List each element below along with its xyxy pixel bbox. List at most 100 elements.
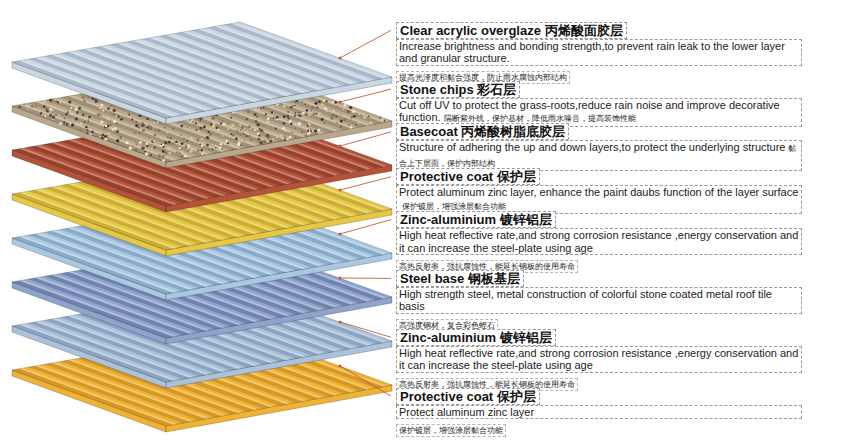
stone-chip — [324, 107, 327, 110]
stone-chip — [161, 144, 163, 146]
stone-chip — [294, 115, 296, 117]
layer-description: High heat reflective rate,and strong cor… — [399, 347, 798, 372]
stone-chip — [351, 116, 353, 118]
leader-lines — [338, 30, 391, 396]
stone-chip — [276, 114, 277, 115]
stone-chip — [181, 151, 184, 154]
layer-description-box: Protect aluminum zinc layer — [396, 405, 802, 420]
stone-chip — [246, 118, 248, 120]
stone-chip — [240, 113, 242, 115]
stone-chip — [59, 122, 62, 125]
layer-description-box: Structure of adhering the up and down la… — [396, 140, 802, 171]
stone-chip — [332, 101, 334, 103]
stone-chip — [284, 137, 286, 139]
stone-chip — [298, 115, 300, 117]
layer-surface — [12, 22, 392, 118]
stone-chip — [295, 123, 296, 124]
stone-chip — [117, 115, 120, 118]
stone-chip — [236, 130, 238, 132]
stone-chip — [166, 132, 168, 134]
stone-chip — [169, 152, 172, 155]
stone-chip — [208, 149, 210, 151]
stone-chip — [71, 123, 74, 126]
stone-chip — [247, 110, 250, 113]
stone-chip — [196, 129, 198, 131]
stone-chip — [174, 142, 175, 143]
stone-chip — [250, 128, 252, 130]
layer-heading: Stone chips 彩石层 — [396, 81, 520, 98]
stone-chip — [157, 121, 159, 123]
stone-chip — [302, 101, 303, 102]
stone-chip — [289, 136, 292, 139]
stone-chip — [311, 106, 314, 109]
stone-chip — [208, 131, 210, 133]
stone-chip — [88, 116, 91, 119]
stone-chip — [164, 127, 165, 128]
stone-chip — [218, 120, 220, 122]
stone-chip — [98, 113, 101, 116]
stone-chip — [63, 121, 66, 124]
stone-chip — [52, 116, 55, 119]
stone-chip — [248, 125, 251, 128]
stone-chip — [324, 123, 325, 124]
stone-chip — [316, 106, 318, 108]
stone-chip — [187, 127, 188, 128]
stone-chip — [269, 140, 272, 143]
stone-chip — [176, 152, 178, 154]
stone-chip — [97, 113, 100, 116]
stone-chip — [336, 105, 338, 107]
stone-chip — [70, 107, 72, 109]
stone-chip — [56, 101, 57, 102]
stone-chip — [284, 139, 286, 141]
stone-chip — [164, 141, 167, 144]
stone-chip — [335, 116, 337, 118]
stone-chip — [344, 104, 347, 107]
stone-chip — [86, 118, 88, 120]
stone-chip — [311, 135, 313, 137]
stone-chip — [88, 121, 89, 122]
stone-chip — [308, 122, 311, 125]
stone-chip — [190, 122, 191, 123]
stone-chip — [336, 122, 338, 124]
layer-heading: Zinc-aluminium 镀锌铝层 — [396, 211, 556, 228]
stone-chip — [282, 127, 285, 130]
stone-chip — [187, 151, 188, 152]
layer-label: Basecoat 丙烯酸树脂底胶层Structure of adhering t… — [396, 122, 802, 171]
layer-description-box: Cut off UV to protect the grass-roots,re… — [396, 98, 802, 127]
stone-chip — [43, 100, 46, 103]
stone-chip — [368, 116, 370, 118]
stone-chip — [318, 100, 321, 103]
stone-chip — [35, 106, 37, 108]
stone-chip — [116, 130, 119, 133]
stone-chip — [79, 129, 81, 131]
stone-chip — [85, 126, 88, 129]
stone-chip — [161, 139, 162, 140]
stone-chip — [301, 113, 303, 115]
stone-chip — [145, 152, 148, 155]
stone-chip — [90, 133, 92, 135]
layer-stack — [12, 22, 392, 432]
stone-chip — [52, 112, 53, 113]
stone-chip — [175, 141, 177, 143]
layer-heading: Protective coat 保护层 — [396, 168, 540, 185]
stone-chip — [244, 139, 246, 141]
stone-chip — [103, 134, 105, 136]
stone-chip — [49, 99, 52, 102]
stone-chip — [185, 146, 187, 148]
stone-chip — [242, 133, 245, 136]
stone-chip — [232, 124, 235, 127]
stone-chip — [263, 140, 266, 143]
layer-description-box: Increase brightness and bonding strength… — [396, 39, 802, 66]
stone-chip — [184, 155, 187, 158]
stone-chip — [364, 117, 366, 119]
stone-chip — [71, 113, 72, 114]
stone-chip — [330, 115, 331, 116]
stone-chip — [298, 122, 301, 125]
stone-chip — [246, 135, 248, 137]
stone-chip — [256, 116, 258, 118]
layer-description-chinese-row: 保护镀层，增强涂层黏合功能 — [396, 419, 802, 437]
layer-description: Protect aluminum zinc layer, enhance the… — [399, 186, 798, 198]
stone-chip — [321, 118, 324, 121]
stone-chip — [157, 129, 160, 132]
stone-chip — [46, 110, 49, 113]
